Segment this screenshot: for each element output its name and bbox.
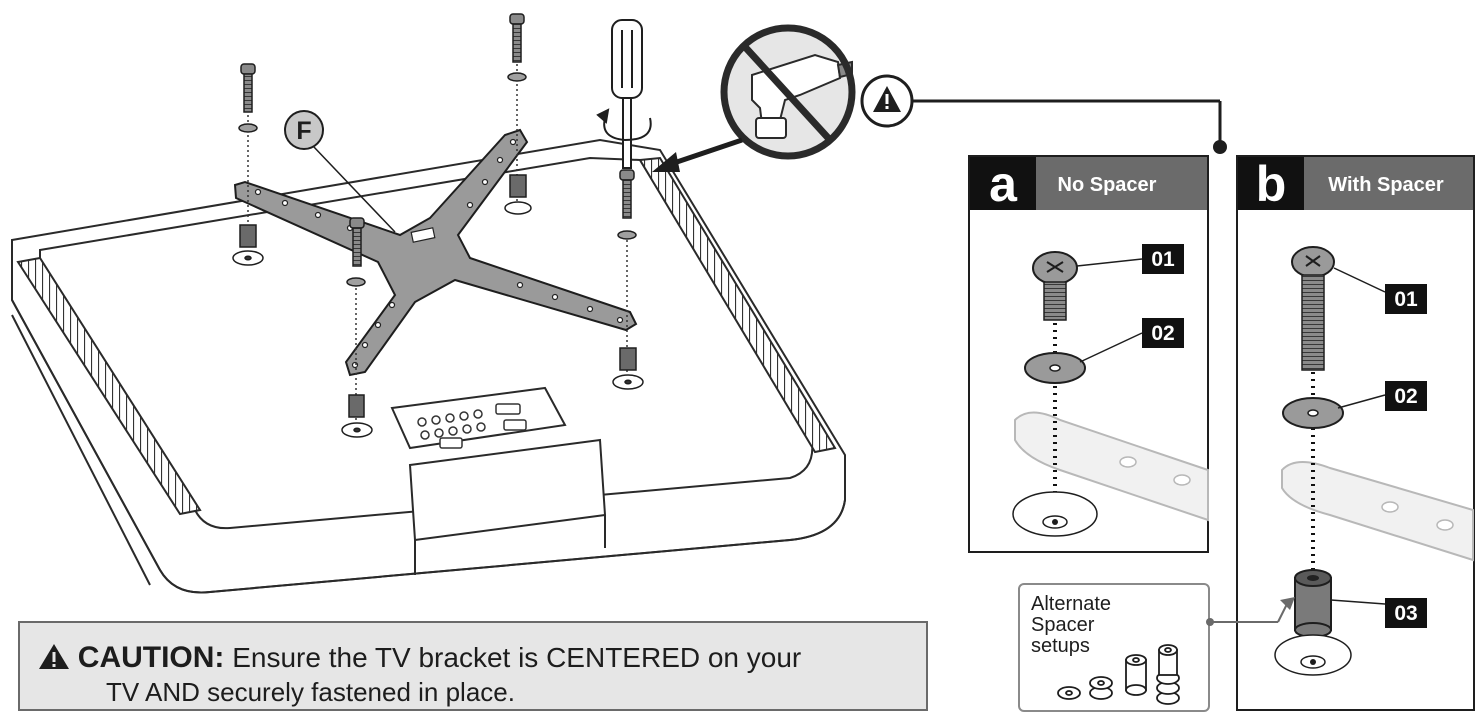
- caution-line-1: CAUTION: Ensure the TV bracket is CENTER…: [38, 641, 801, 675]
- caution-text-1: Ensure the TV bracket is CENTERED on you…: [232, 642, 802, 673]
- alternate-line-3: setups: [1031, 635, 1090, 657]
- alternate-line-2: Spacer: [1031, 614, 1095, 636]
- panel-with-spacer: [1236, 155, 1475, 711]
- panel-b-callout-01: 01: [1394, 288, 1418, 311]
- part-f-letter: F: [296, 117, 311, 145]
- panel-b-callout-02: 02: [1394, 385, 1417, 408]
- warning-triangle-icon: [860, 74, 1227, 154]
- panel-b-letter: b: [1256, 156, 1287, 212]
- screwdriver-icon: [596, 19, 652, 169]
- panel-a-title: No Spacer: [1058, 174, 1157, 196]
- caution-text-2: TV AND securely fastened in place.: [106, 677, 515, 707]
- panel-b-callout-03: 03: [1394, 602, 1417, 625]
- tv-back-illustration: [11, 138, 846, 594]
- caution-heading: CAUTION:: [77, 641, 225, 674]
- no-power-drill-icon: [720, 24, 856, 160]
- panel-no-spacer: [968, 155, 1209, 553]
- warning-triangle-icon: [39, 644, 69, 669]
- wall-mount-bracket: [233, 128, 638, 377]
- alternate-line-1: Alternate: [1031, 593, 1111, 615]
- panel-b-title: With Spacer: [1328, 174, 1444, 196]
- panel-a-callout-01: 01: [1151, 248, 1175, 271]
- mount-screws: [232, 13, 644, 438]
- panel-a-callout-02: 02: [1151, 322, 1174, 345]
- panel-a-letter: a: [989, 156, 1018, 212]
- pointer-arrow: [652, 137, 743, 172]
- part-f-label: [284, 110, 396, 233]
- alternate-spacers-box: [1018, 583, 1295, 712]
- caution-box: CAUTION: Ensure the TV bracket is CENTER…: [18, 621, 928, 711]
